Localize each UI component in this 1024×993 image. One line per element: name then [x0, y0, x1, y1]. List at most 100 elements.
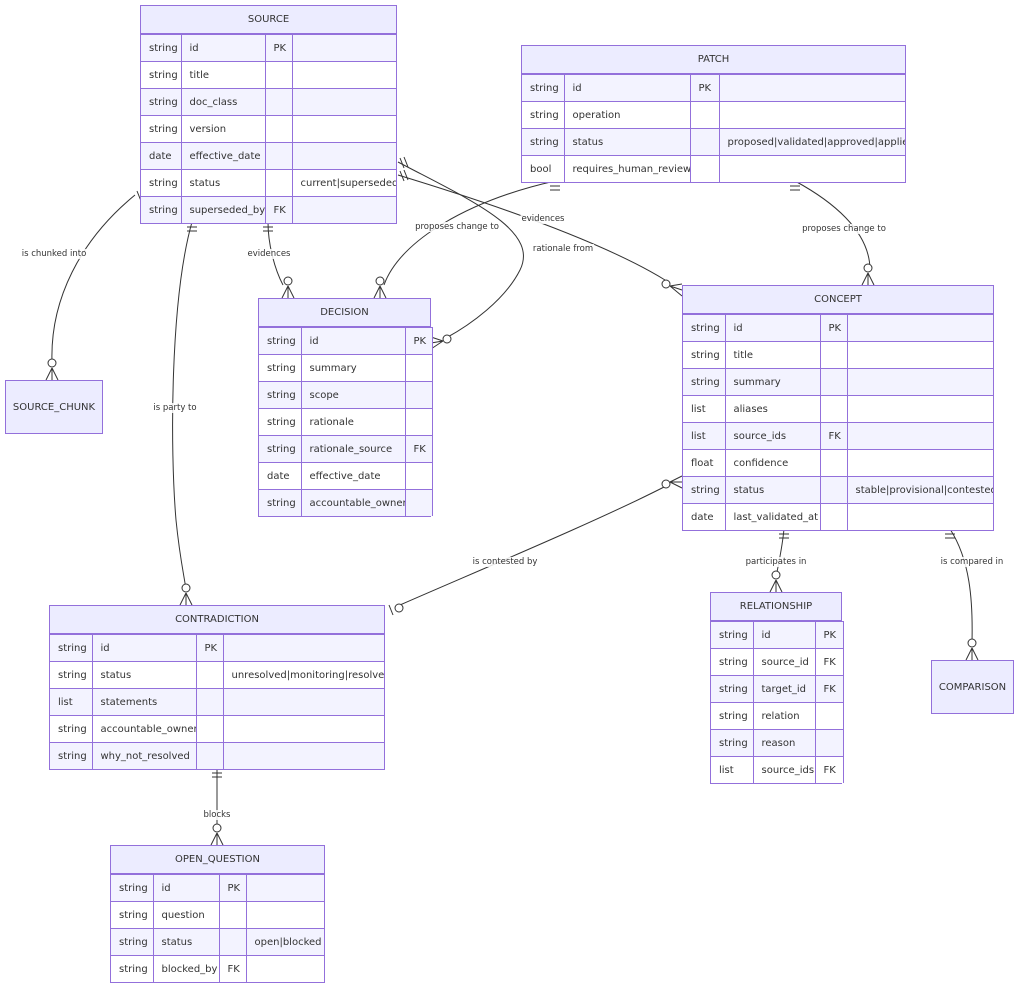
attribute-type: string [111, 874, 154, 902]
attribute-key: FK [404, 435, 433, 463]
attribute-comment [245, 874, 324, 902]
attribute-name: accountable_owner [91, 715, 197, 743]
attribute-type: string [711, 702, 754, 730]
relationship-concept-relationship [769, 528, 789, 593]
relationship-label: proposes change to [414, 222, 500, 232]
attribute-type: string [50, 661, 93, 689]
attribute-key: FK [814, 675, 844, 703]
entity-source-chunk[interactable]: SOURCE_CHUNK [5, 380, 103, 434]
attribute-type: date [141, 142, 182, 170]
relationship-source-decision [263, 221, 295, 299]
attribute-key [195, 742, 224, 769]
attribute-name: operation [563, 101, 691, 129]
attribute-comment [245, 901, 324, 929]
attribute-key [264, 61, 293, 89]
relationship-line [172, 221, 193, 591]
attribute-name: scope [300, 381, 406, 409]
relationship-label: rationale from [531, 244, 595, 254]
attribute-name: status [91, 661, 197, 689]
relationship-label-text: is contested by [473, 557, 538, 567]
attribute-comment [846, 422, 993, 450]
attribute-key: FK [814, 648, 844, 676]
attribute-name: rationale_source [300, 435, 406, 463]
entity-title: RELATIONSHIP [711, 593, 841, 621]
attribute-key: PK [264, 34, 293, 62]
attribute-name: id [752, 621, 816, 649]
attribute-key [195, 661, 224, 689]
attribute-type: list [683, 422, 726, 450]
attribute-type: date [259, 462, 302, 490]
entity-title: COMPARISON [938, 681, 1007, 693]
attribute-type: string [111, 901, 154, 929]
attribute-name: status [152, 928, 220, 956]
relationship-concept-contradiction [388, 475, 683, 616]
entity-title: CONTRADICTION [50, 606, 384, 634]
attribute-name: version [180, 115, 266, 143]
attribute-key [264, 88, 293, 116]
attribute-type: string [141, 61, 182, 89]
attribute-key [404, 381, 433, 409]
attribute-key: FK [814, 756, 844, 783]
attribute-name: blocked_by [152, 955, 220, 982]
attribute-key [195, 688, 224, 716]
attribute-comment: proposed|validated|approved|applied [718, 128, 905, 156]
relationship-label-text: evidences [522, 214, 566, 224]
attribute-key [819, 476, 848, 504]
relationship-label: blocks [202, 810, 233, 820]
attribute-key: PK [689, 74, 720, 102]
attribute-type: string [522, 128, 565, 156]
attribute-type: list [711, 756, 754, 783]
attribute-name: status [180, 169, 266, 197]
entity-comparison[interactable]: COMPARISON [931, 660, 1014, 714]
attribute-name: superseded_by [180, 196, 266, 223]
attribute-name: source_ids [752, 756, 816, 783]
attribute-name: id [300, 327, 406, 355]
relationship-line [399, 484, 669, 606]
attribute-name: statements [91, 688, 197, 716]
relationship-label: evidences [520, 214, 567, 224]
attribute-name: accountable_owner [300, 489, 406, 516]
attribute-key [218, 901, 247, 929]
attribute-comment [245, 955, 324, 982]
relationship-label: is chunked into [20, 249, 88, 259]
attribute-comment: stable|provisional|contested [846, 476, 993, 504]
attribute-name: status [724, 476, 821, 504]
entity-title: PATCH [522, 46, 905, 74]
attribute-key: FK [264, 196, 293, 223]
relationship-label-text: participates in [746, 557, 807, 567]
attribute-name: effective_date [300, 462, 406, 490]
relationship-label-text: evidences [248, 249, 292, 259]
attribute-type: string [711, 729, 754, 757]
attribute-comment [222, 715, 384, 743]
attribute-key: FK [218, 955, 247, 982]
attribute-type: string [683, 368, 726, 396]
attribute-type: list [683, 395, 726, 423]
attribute-comment [291, 34, 396, 62]
relationship-label-text: rationale from [533, 244, 593, 254]
attribute-comment: open|blocked [245, 928, 324, 956]
attribute-name: relation [752, 702, 816, 730]
attribute-comment [718, 101, 905, 129]
entity-title: SOURCE [141, 6, 396, 34]
attribute-name: target_id [752, 675, 816, 703]
